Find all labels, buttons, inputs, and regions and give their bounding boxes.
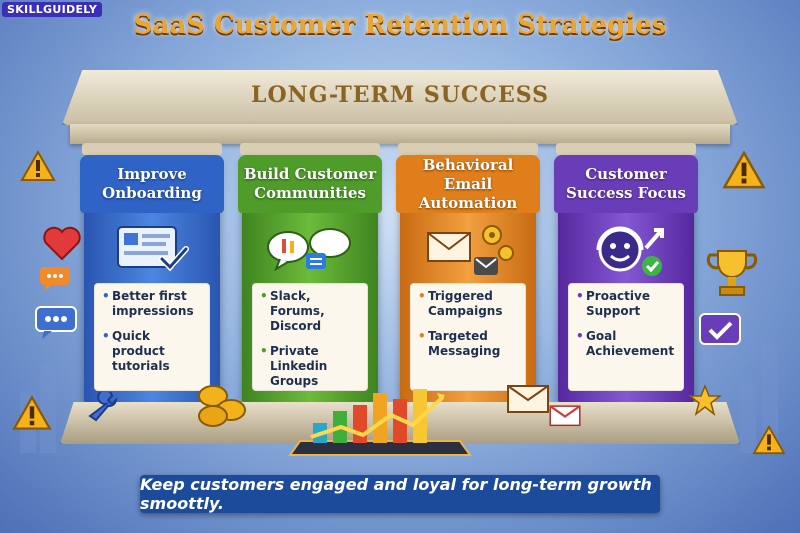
checkmark-badge-icon [699, 313, 741, 345]
heart-icon [43, 226, 81, 261]
wrench-icon [88, 392, 118, 422]
warning-icon [12, 395, 52, 430]
brand-badge: SKILLGUIDELY [2, 2, 103, 17]
list-item: •Triggered Campaigns [418, 289, 503, 318]
pillar-title: Build Customer Communities [238, 155, 382, 213]
pillar-title: Customer Success Focus [554, 155, 698, 213]
warning-icon [722, 150, 766, 189]
main-title: SaaS Customer Retention Strategies [133, 10, 667, 40]
roof-title: LONG-TERM SUCCESS [250, 82, 549, 108]
growth-chart-icon [288, 389, 472, 456]
pillar-onboarding: Improve Onboarding •Better first impress… [80, 155, 224, 402]
chat-bubbles-icon [267, 228, 351, 272]
pillar-title: Improve Onboarding [80, 155, 224, 213]
support-agent-icon [596, 226, 664, 276]
list-item: •Quick product tutorials [102, 329, 170, 373]
pillar-email-automation: Behavioral Email Automation •Triggered C… [396, 155, 540, 402]
warning-icon [752, 425, 786, 455]
envelope-icon [549, 405, 581, 427]
pillar-bullets: •Proactive Support •Goal Achievement [568, 283, 684, 391]
list-item: •Slack, Forums, Discord [260, 289, 325, 333]
message-icon [35, 306, 77, 339]
pillar-bullets: •Slack, Forums, Discord •Private Linkedi… [252, 283, 368, 391]
chat-bubble-icon [40, 267, 70, 291]
email-gears-icon [427, 225, 514, 275]
list-item: •Goal Achievement [576, 329, 675, 358]
pillar-bullets: •Better first impressions •Quick product… [94, 283, 210, 391]
pillar-bullets: •Triggered Campaigns •Targeted Messaging [410, 283, 526, 391]
list-item: •Private Linkedin Groups [260, 344, 328, 388]
trophy-icon [706, 250, 758, 296]
onboarding-screen-icon [117, 226, 189, 272]
pillar-customer-success: Customer Success Focus •Proactive Suppor… [554, 155, 698, 402]
temple-beam [70, 124, 730, 144]
temple-roof [62, 70, 738, 125]
star-icon [688, 384, 722, 416]
coins-icon [198, 385, 246, 427]
warning-icon [20, 150, 56, 181]
list-item: •Targeted Messaging [418, 329, 501, 358]
envelope-icon [507, 385, 549, 413]
tagline-banner: Keep customers engaged and loyal for lon… [140, 475, 660, 513]
list-item: •Proactive Support [576, 289, 650, 318]
pillar-title: Behavioral Email Automation [396, 155, 540, 213]
list-item: •Better first impressions [102, 289, 194, 318]
pillar-communities: Build Customer Communities •Slack, Forum… [238, 155, 382, 402]
